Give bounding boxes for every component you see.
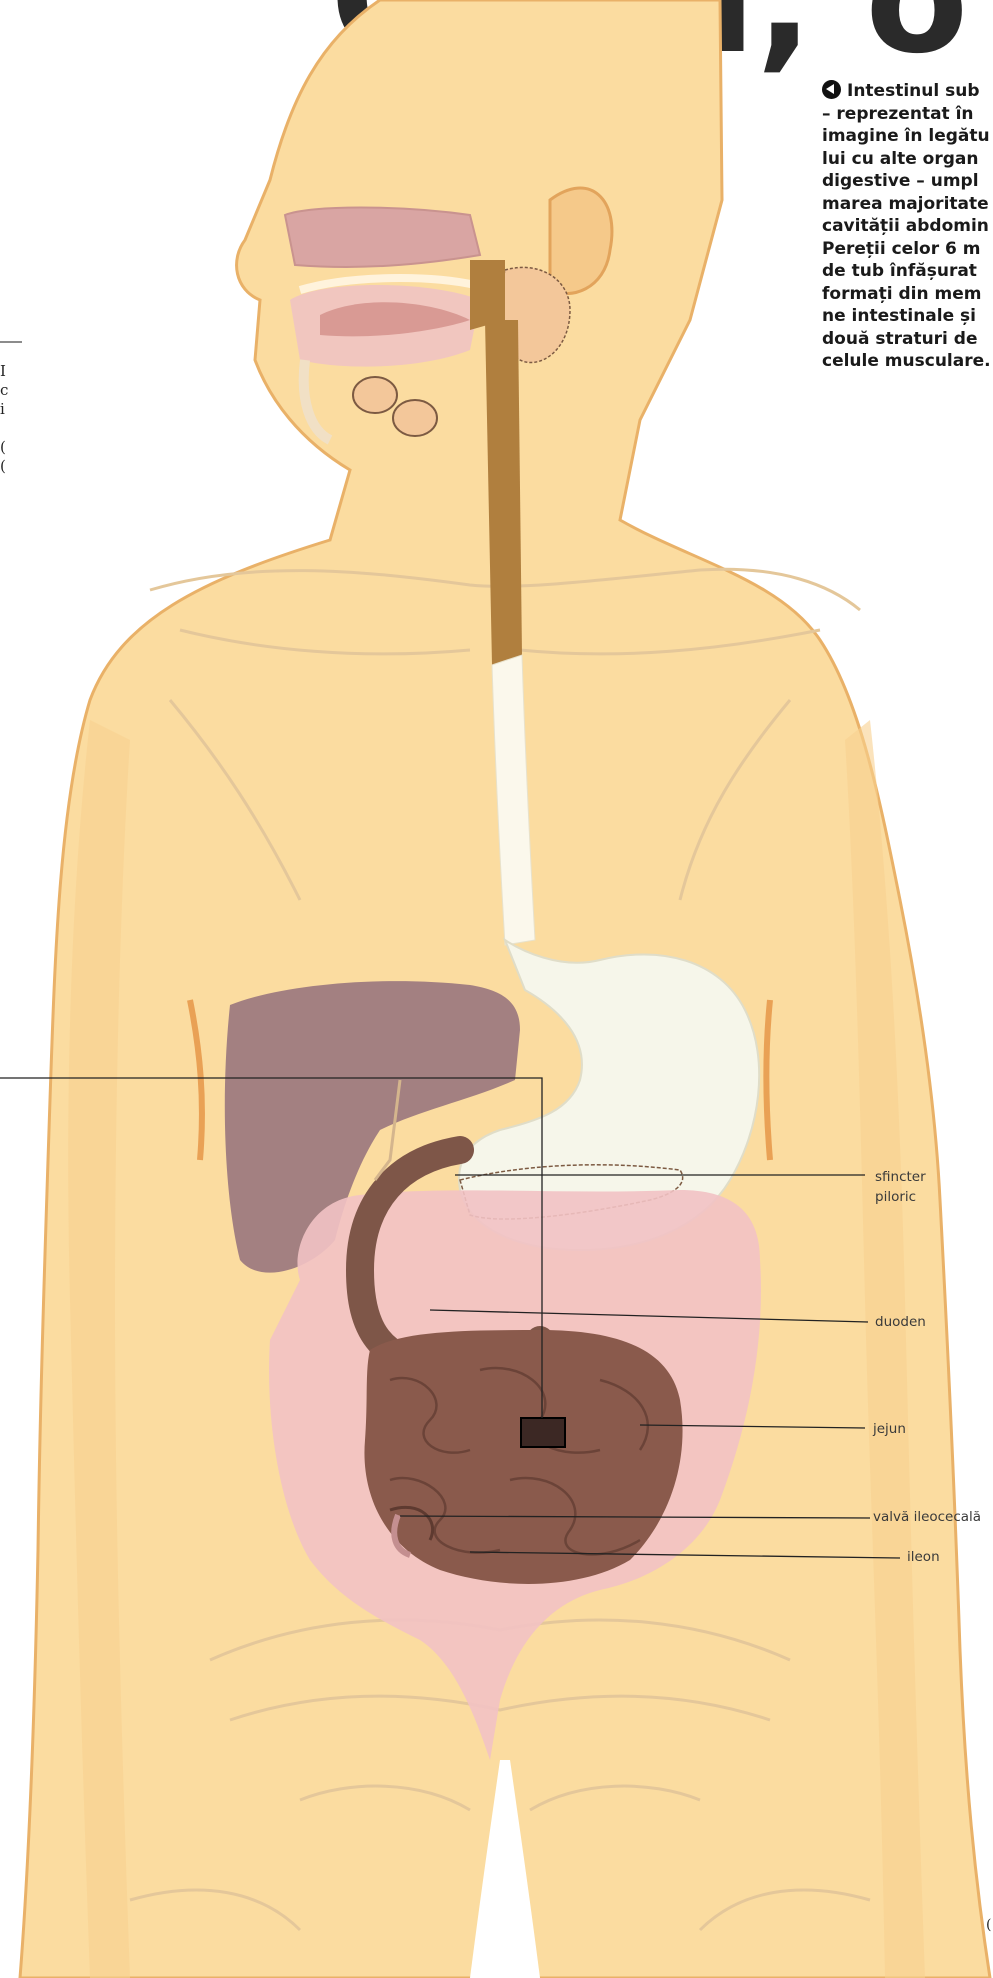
caption-line-7: cavității abdomin xyxy=(822,215,993,238)
salivary-gland-2 xyxy=(393,400,437,436)
salivary-gland-1 xyxy=(353,377,397,413)
jejun-detail-marker xyxy=(521,1418,565,1447)
back-arrow-icon xyxy=(822,80,841,99)
caption-line-10: formați din mem xyxy=(822,283,993,306)
caption-line-6: marea majoritate xyxy=(822,193,993,216)
page-number-fragment: ( xyxy=(986,1917,991,1933)
label-sfincter: sfincter xyxy=(875,1168,926,1186)
intestine-caption: Intestinul sub – reprezentat în imagine … xyxy=(822,80,993,373)
caption-line-1: Intestinul sub xyxy=(822,80,993,103)
caption-line-3: imagine în legătu xyxy=(822,125,993,148)
caption-line-2: – reprezentat în xyxy=(822,103,993,126)
nasal-cavity xyxy=(285,208,480,267)
caption-line-11: ne intestinale și xyxy=(822,305,993,328)
label-jejun: jejun xyxy=(873,1420,906,1438)
left-column-text-fragment: I c i ( ( xyxy=(0,362,22,476)
caption-line-5: digestive – umpl xyxy=(822,170,993,193)
small-intestine xyxy=(364,1330,682,1584)
pharynx xyxy=(470,260,505,330)
label-ileon: ileon xyxy=(907,1548,940,1566)
caption-line-8: Pereții celor 6 m xyxy=(822,238,993,261)
caption-line-13: celule musculare. xyxy=(822,350,993,373)
label-valva-ileocecala: valvă ileocecală xyxy=(873,1508,981,1526)
caption-line-12: două straturi de xyxy=(822,328,993,351)
caption-line-9: de tub înfășurat xyxy=(822,260,993,283)
label-duoden: duoden xyxy=(875,1313,926,1331)
label-piloric: piloric xyxy=(875,1188,916,1206)
caption-line-4: lui cu alte organ xyxy=(822,148,993,171)
